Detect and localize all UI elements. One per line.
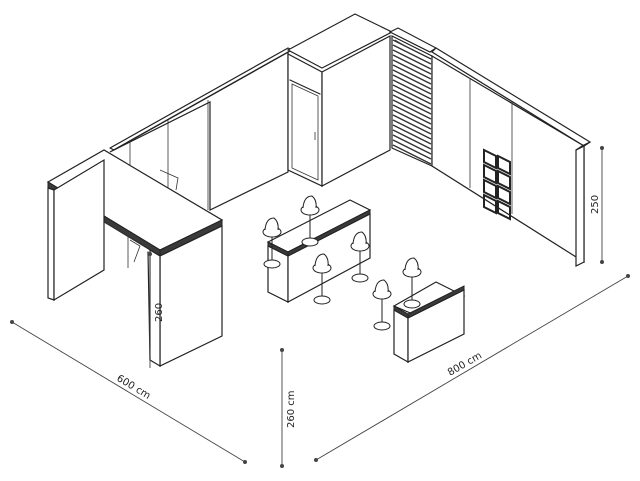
wall-height-label: 250: [590, 195, 601, 214]
door-block: [286, 13, 394, 187]
right-end-wall: [575, 141, 591, 267]
chair: [402, 257, 422, 309]
back-wall-right: [431, 47, 592, 264]
chair: [312, 253, 332, 305]
storage-cabin: [46, 149, 224, 368]
slatted-wall: [388, 27, 438, 167]
dimension-height: 260 cm: [280, 348, 297, 468]
chairs: [262, 195, 422, 331]
height-label: 260 cm: [286, 390, 297, 428]
reception-desk: [392, 281, 466, 364]
chair: [372, 279, 392, 331]
bar-counter: [266, 199, 372, 304]
dimension-wall-height: 250: [590, 146, 604, 264]
storage-height-label: 260: [154, 303, 165, 322]
chair: [262, 217, 282, 269]
chair: [300, 195, 320, 247]
chair: [350, 231, 370, 283]
cube-shelf: [483, 148, 511, 221]
dimension-storage-height: 260: [148, 252, 165, 368]
dimension-width: 800 cm: [314, 274, 630, 462]
depth-label: 600 cm: [114, 373, 152, 402]
